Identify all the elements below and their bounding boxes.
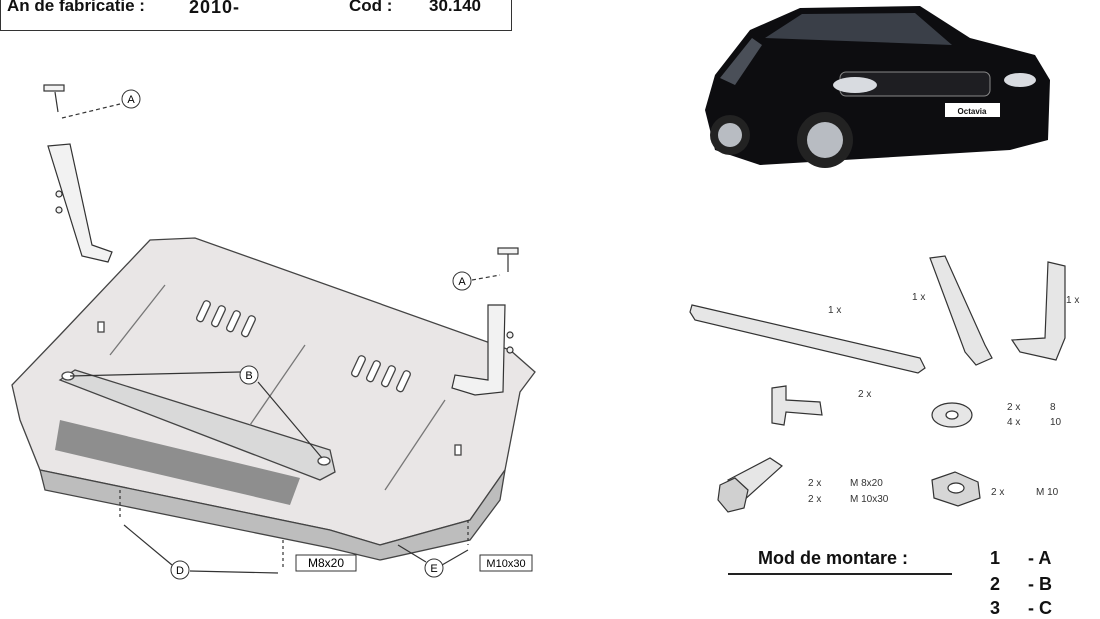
bolt-size-2: M 10x30 — [850, 494, 889, 505]
vents-right — [350, 355, 411, 393]
plate-front-shade — [55, 420, 300, 505]
callout-d — [170, 560, 190, 580]
washer-qty-1: 2 x — [1007, 402, 1020, 413]
rail-qty: 1 x — [828, 305, 841, 316]
bolt-label-right: M10x30 — [486, 558, 525, 570]
callout-e-leaders — [397, 520, 469, 566]
bolt-label-left-box — [295, 554, 357, 572]
callout-a-left — [121, 89, 141, 109]
car-rim-front — [807, 122, 843, 158]
parts-list: 1 x 1 x 1 x 2 x 2 x 4 x 8 10 2 x 2 x M 8… — [689, 255, 1079, 513]
bracket-left-qty: 1 x — [912, 292, 925, 303]
car-badge-text: Octavia — [958, 107, 987, 116]
bolt-shaft-a-left — [54, 91, 59, 113]
left-bracket-assembly — [43, 84, 121, 263]
washer-right-2 — [506, 346, 514, 354]
part-bracket-left — [929, 255, 993, 366]
plate-edge-shadow — [39, 469, 506, 561]
nut-qty: 2 x — [991, 487, 1004, 498]
callout-a-right — [452, 271, 472, 291]
washer-left-1 — [55, 190, 63, 198]
bolt-qty-2: 2 x — [808, 494, 821, 505]
mounting-row-2-num: 2 — [990, 574, 1001, 594]
leader-a-left — [61, 103, 121, 119]
vents-left — [195, 300, 256, 338]
rib-1 — [109, 284, 166, 356]
bolt-size-1: M 8x20 — [850, 478, 883, 489]
reinforcement-rail — [58, 369, 336, 481]
mounting-row-1-num: 1 — [990, 548, 1001, 568]
washer-size-1: 8 — [1050, 402, 1056, 413]
part-rail — [689, 304, 926, 374]
washer-right-1 — [506, 331, 514, 339]
washer-size-2: 10 — [1050, 417, 1062, 428]
bolt-label-right-box — [479, 554, 533, 572]
car-headlight-left — [833, 77, 877, 93]
part-nut-hole — [947, 482, 965, 494]
mount-hole-right — [317, 456, 331, 466]
callout-d-leaders — [119, 490, 284, 574]
mounting-row-3-num: 3 — [990, 598, 1001, 618]
skid-plate-diagram: A A — [11, 84, 536, 580]
bolt-head-a-right — [497, 247, 519, 255]
bracket-right-qty: 1 x — [1066, 295, 1079, 306]
car-plate — [945, 103, 1000, 117]
callout-b-leaders — [69, 371, 323, 459]
callout-e — [424, 558, 444, 578]
rib-3 — [384, 399, 446, 491]
mounting-underline — [728, 573, 952, 575]
callout-b — [239, 365, 259, 385]
part-bolt-head — [717, 477, 749, 513]
year-label: An de fabricatie : — [7, 0, 145, 15]
left-l-bracket — [47, 143, 113, 263]
car-windshield — [765, 13, 952, 45]
washer-qty-2: 4 x — [1007, 417, 1020, 428]
callout-a-right-label: A — [458, 276, 466, 288]
slot-2 — [454, 444, 462, 456]
right-bracket-assembly — [451, 247, 519, 396]
washer-left-2 — [55, 206, 63, 214]
callout-b-label: B — [245, 370, 252, 382]
rib-2 — [249, 344, 306, 426]
header-box: An de fabricatie : 2010- Cod : 30.140 — [0, 0, 512, 31]
code-label: Cod : — [349, 0, 393, 15]
callout-d-label: D — [176, 565, 184, 577]
mounting-title: Mod de montare : — [758, 548, 909, 568]
bolt-qty-1: 2 x — [808, 478, 821, 489]
clip-qty: 2 x — [858, 389, 871, 400]
car-headlight-right — [1004, 73, 1036, 87]
bolt-head-a-left — [43, 84, 65, 92]
mounting-row-2-letter: - B — [1028, 574, 1052, 594]
callout-a-left-label: A — [127, 94, 135, 106]
mounting-row-1-letter: - A — [1028, 548, 1052, 568]
mounting-row-3-letter: - C — [1028, 598, 1052, 618]
bolt-label-left: M8x20 — [308, 556, 344, 570]
car-side-window — [720, 38, 762, 85]
part-washer-hole — [945, 410, 959, 420]
car-photo: Octavia — [705, 6, 1050, 168]
car-rim-rear — [718, 123, 742, 147]
leader-a-right — [471, 274, 501, 281]
code-value: 30.140 — [429, 0, 481, 15]
year-value: 2010- — [189, 0, 241, 17]
part-bracket-right — [1010, 261, 1066, 361]
callout-e-label: E — [430, 563, 437, 575]
skid-plate — [11, 237, 536, 561]
slot-1 — [97, 321, 105, 333]
part-clip — [771, 385, 823, 426]
nut-size: M 10 — [1036, 487, 1059, 498]
right-l-bracket — [451, 304, 506, 396]
